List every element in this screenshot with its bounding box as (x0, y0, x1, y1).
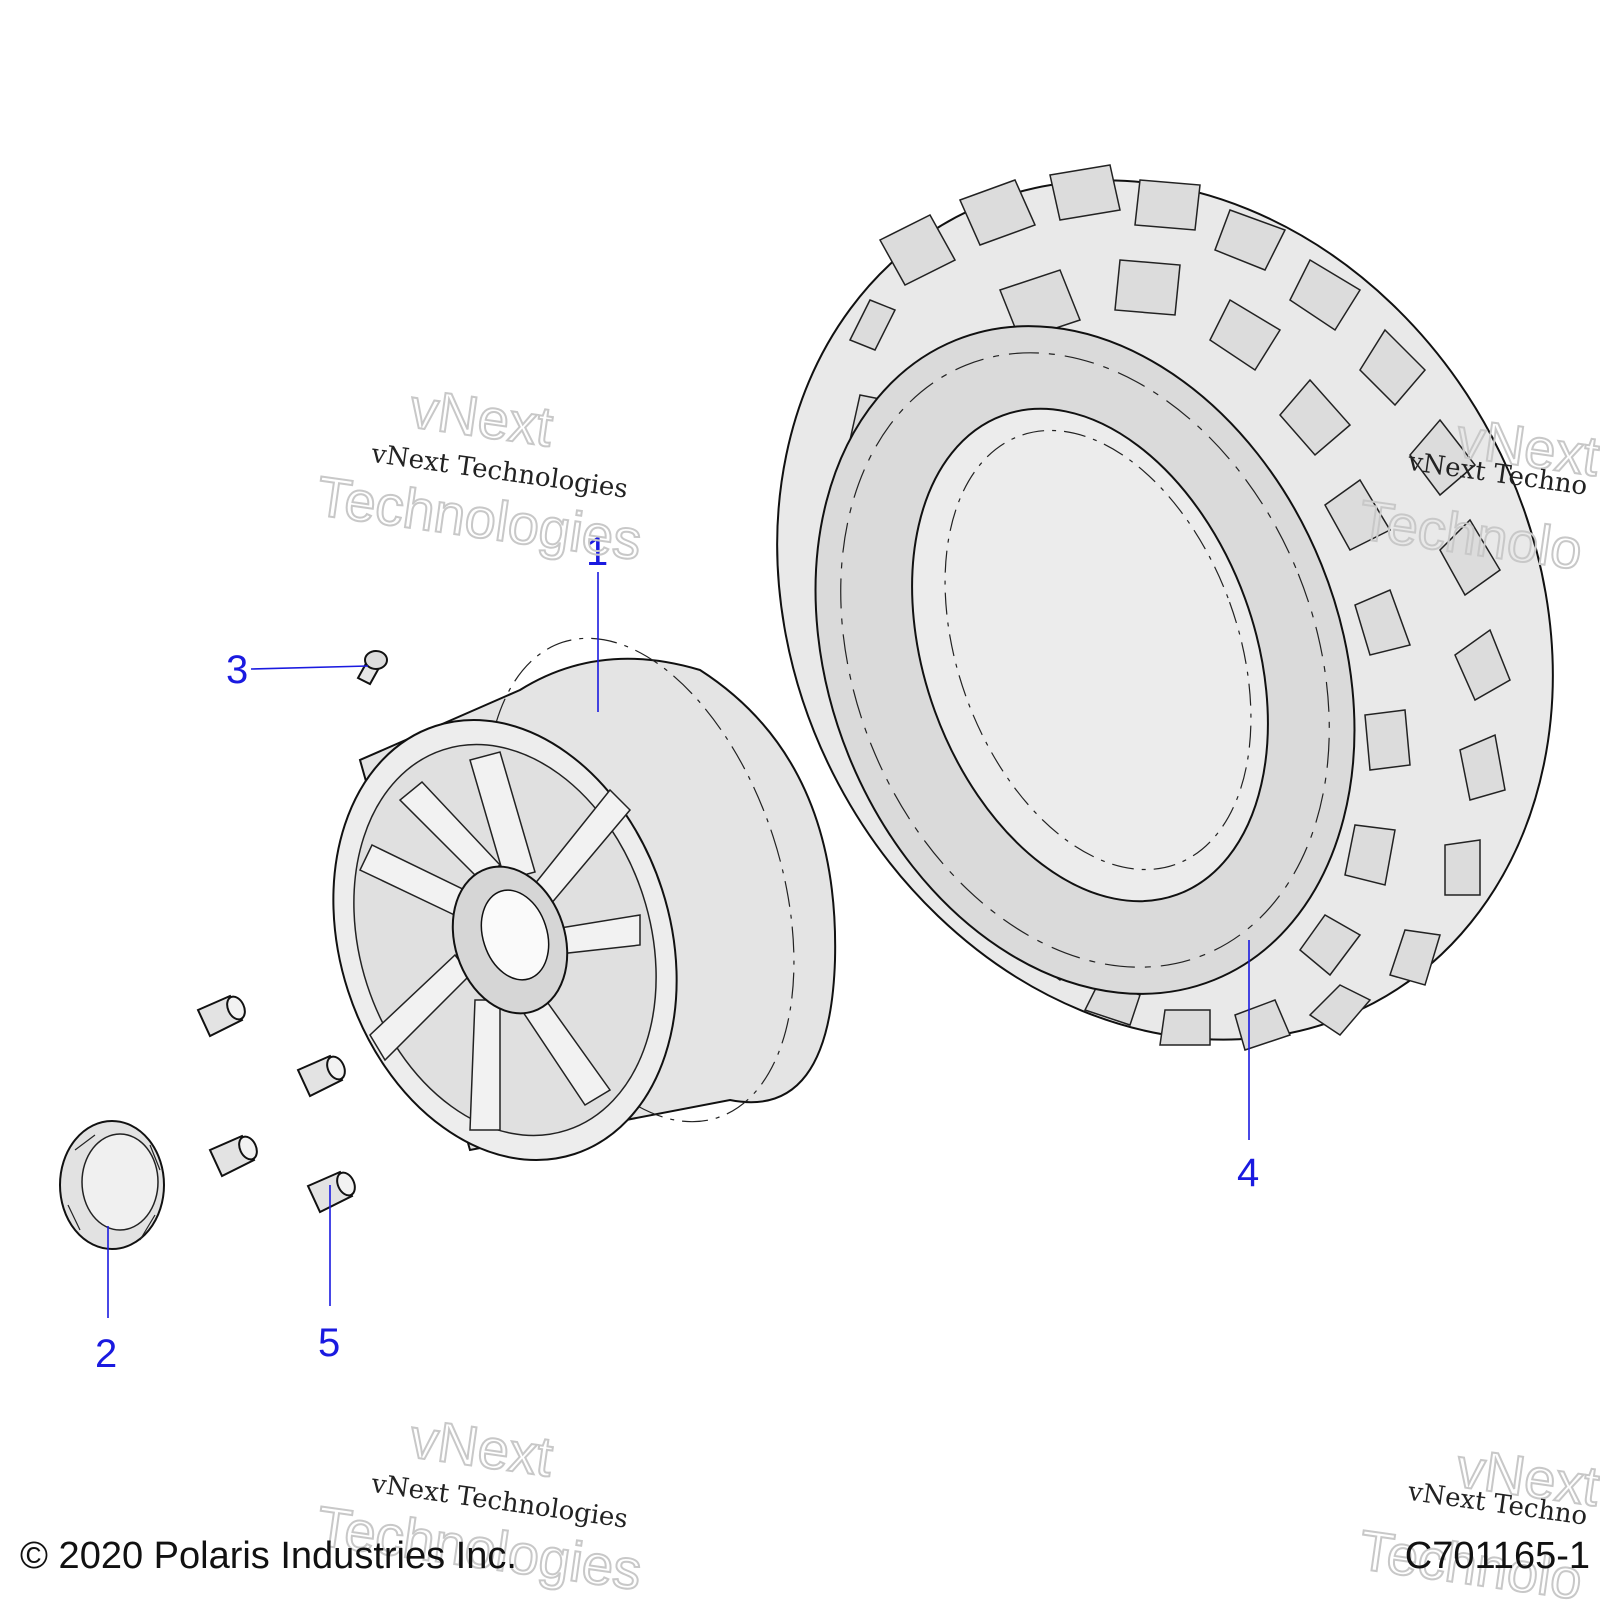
callout-4[interactable]: 4 (1237, 1151, 1259, 1195)
callout-3[interactable]: 3 (226, 648, 248, 692)
wheel-part-1[interactable] (279, 599, 851, 1205)
wheel-spokes (358, 751, 641, 1131)
callout-2[interactable]: 2 (95, 1332, 117, 1376)
valve-stem-part-3[interactable] (356, 650, 388, 686)
callout-5[interactable]: 5 (318, 1321, 340, 1365)
callout-1[interactable]: 1 (586, 530, 608, 574)
figure-id: C701165-1 (1405, 1535, 1590, 1577)
leader-lines (107, 572, 1250, 1318)
tire-part-4[interactable] (629, 43, 1600, 1176)
watermark-top-left: vNext Technologies vNext Technologies (312, 375, 646, 573)
copyright-text: © 2020 Polaris Industries Inc. (20, 1535, 517, 1577)
center-cap-part-2[interactable] (59, 1120, 165, 1250)
lug-nut (296, 1054, 346, 1098)
lug-nut (208, 1134, 258, 1178)
lug-nuts-part-5[interactable] (196, 994, 358, 1214)
lug-nut (306, 1170, 356, 1214)
lug-nut (196, 994, 246, 1038)
